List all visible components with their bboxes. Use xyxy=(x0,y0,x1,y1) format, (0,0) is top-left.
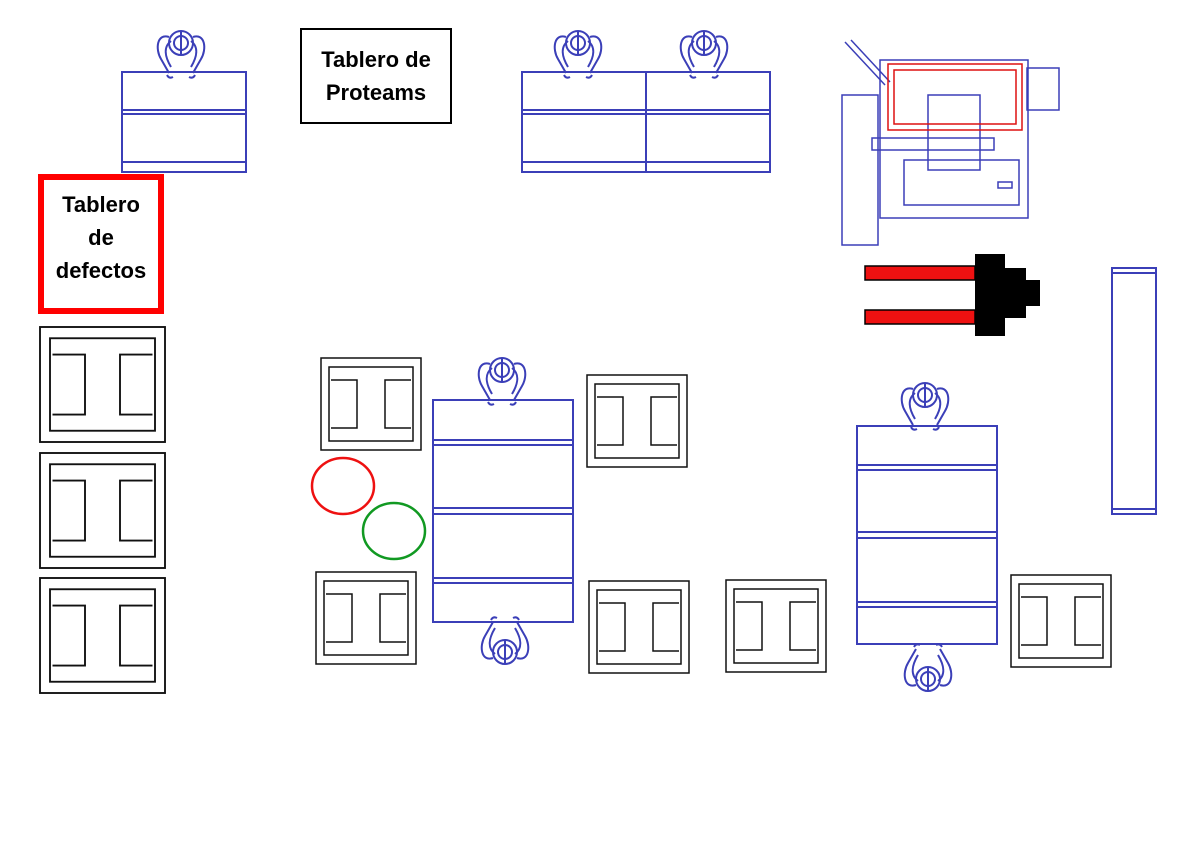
defects-board-line2: de xyxy=(88,225,114,250)
defects-board-line1: Tablero xyxy=(62,192,140,217)
person-icon xyxy=(480,616,530,665)
defects-board: Tablero de defectos xyxy=(38,174,164,314)
person-icon xyxy=(553,30,603,79)
person-icon xyxy=(903,643,953,692)
shelf-icon xyxy=(1111,267,1157,515)
chair-icon xyxy=(586,374,688,468)
cart-icon xyxy=(864,254,1040,336)
red-marker xyxy=(310,456,376,516)
person-icon xyxy=(679,30,729,79)
chair-icon xyxy=(725,579,827,673)
desk-right xyxy=(856,425,998,645)
chair-icon xyxy=(39,326,166,443)
proteams-board: Tablero de Proteams xyxy=(300,28,452,124)
proteams-board-line2: Proteams xyxy=(325,80,427,105)
chair-icon xyxy=(315,571,417,665)
desk-center xyxy=(432,399,574,623)
chair-icon xyxy=(1010,574,1112,668)
person-icon xyxy=(156,30,206,79)
chair-icon xyxy=(39,452,166,569)
desk-top-middle xyxy=(521,71,771,173)
desk-top-left xyxy=(121,71,247,173)
chair-icon xyxy=(320,357,422,451)
green-marker xyxy=(361,501,427,561)
proteams-board-line1: Tablero de xyxy=(321,47,431,72)
defects-board-line3: defectos xyxy=(55,258,147,283)
machine-icon xyxy=(841,39,1060,246)
chair-icon xyxy=(39,577,166,694)
person-icon xyxy=(900,382,950,431)
chair-icon xyxy=(588,580,690,674)
person-icon xyxy=(477,357,527,406)
